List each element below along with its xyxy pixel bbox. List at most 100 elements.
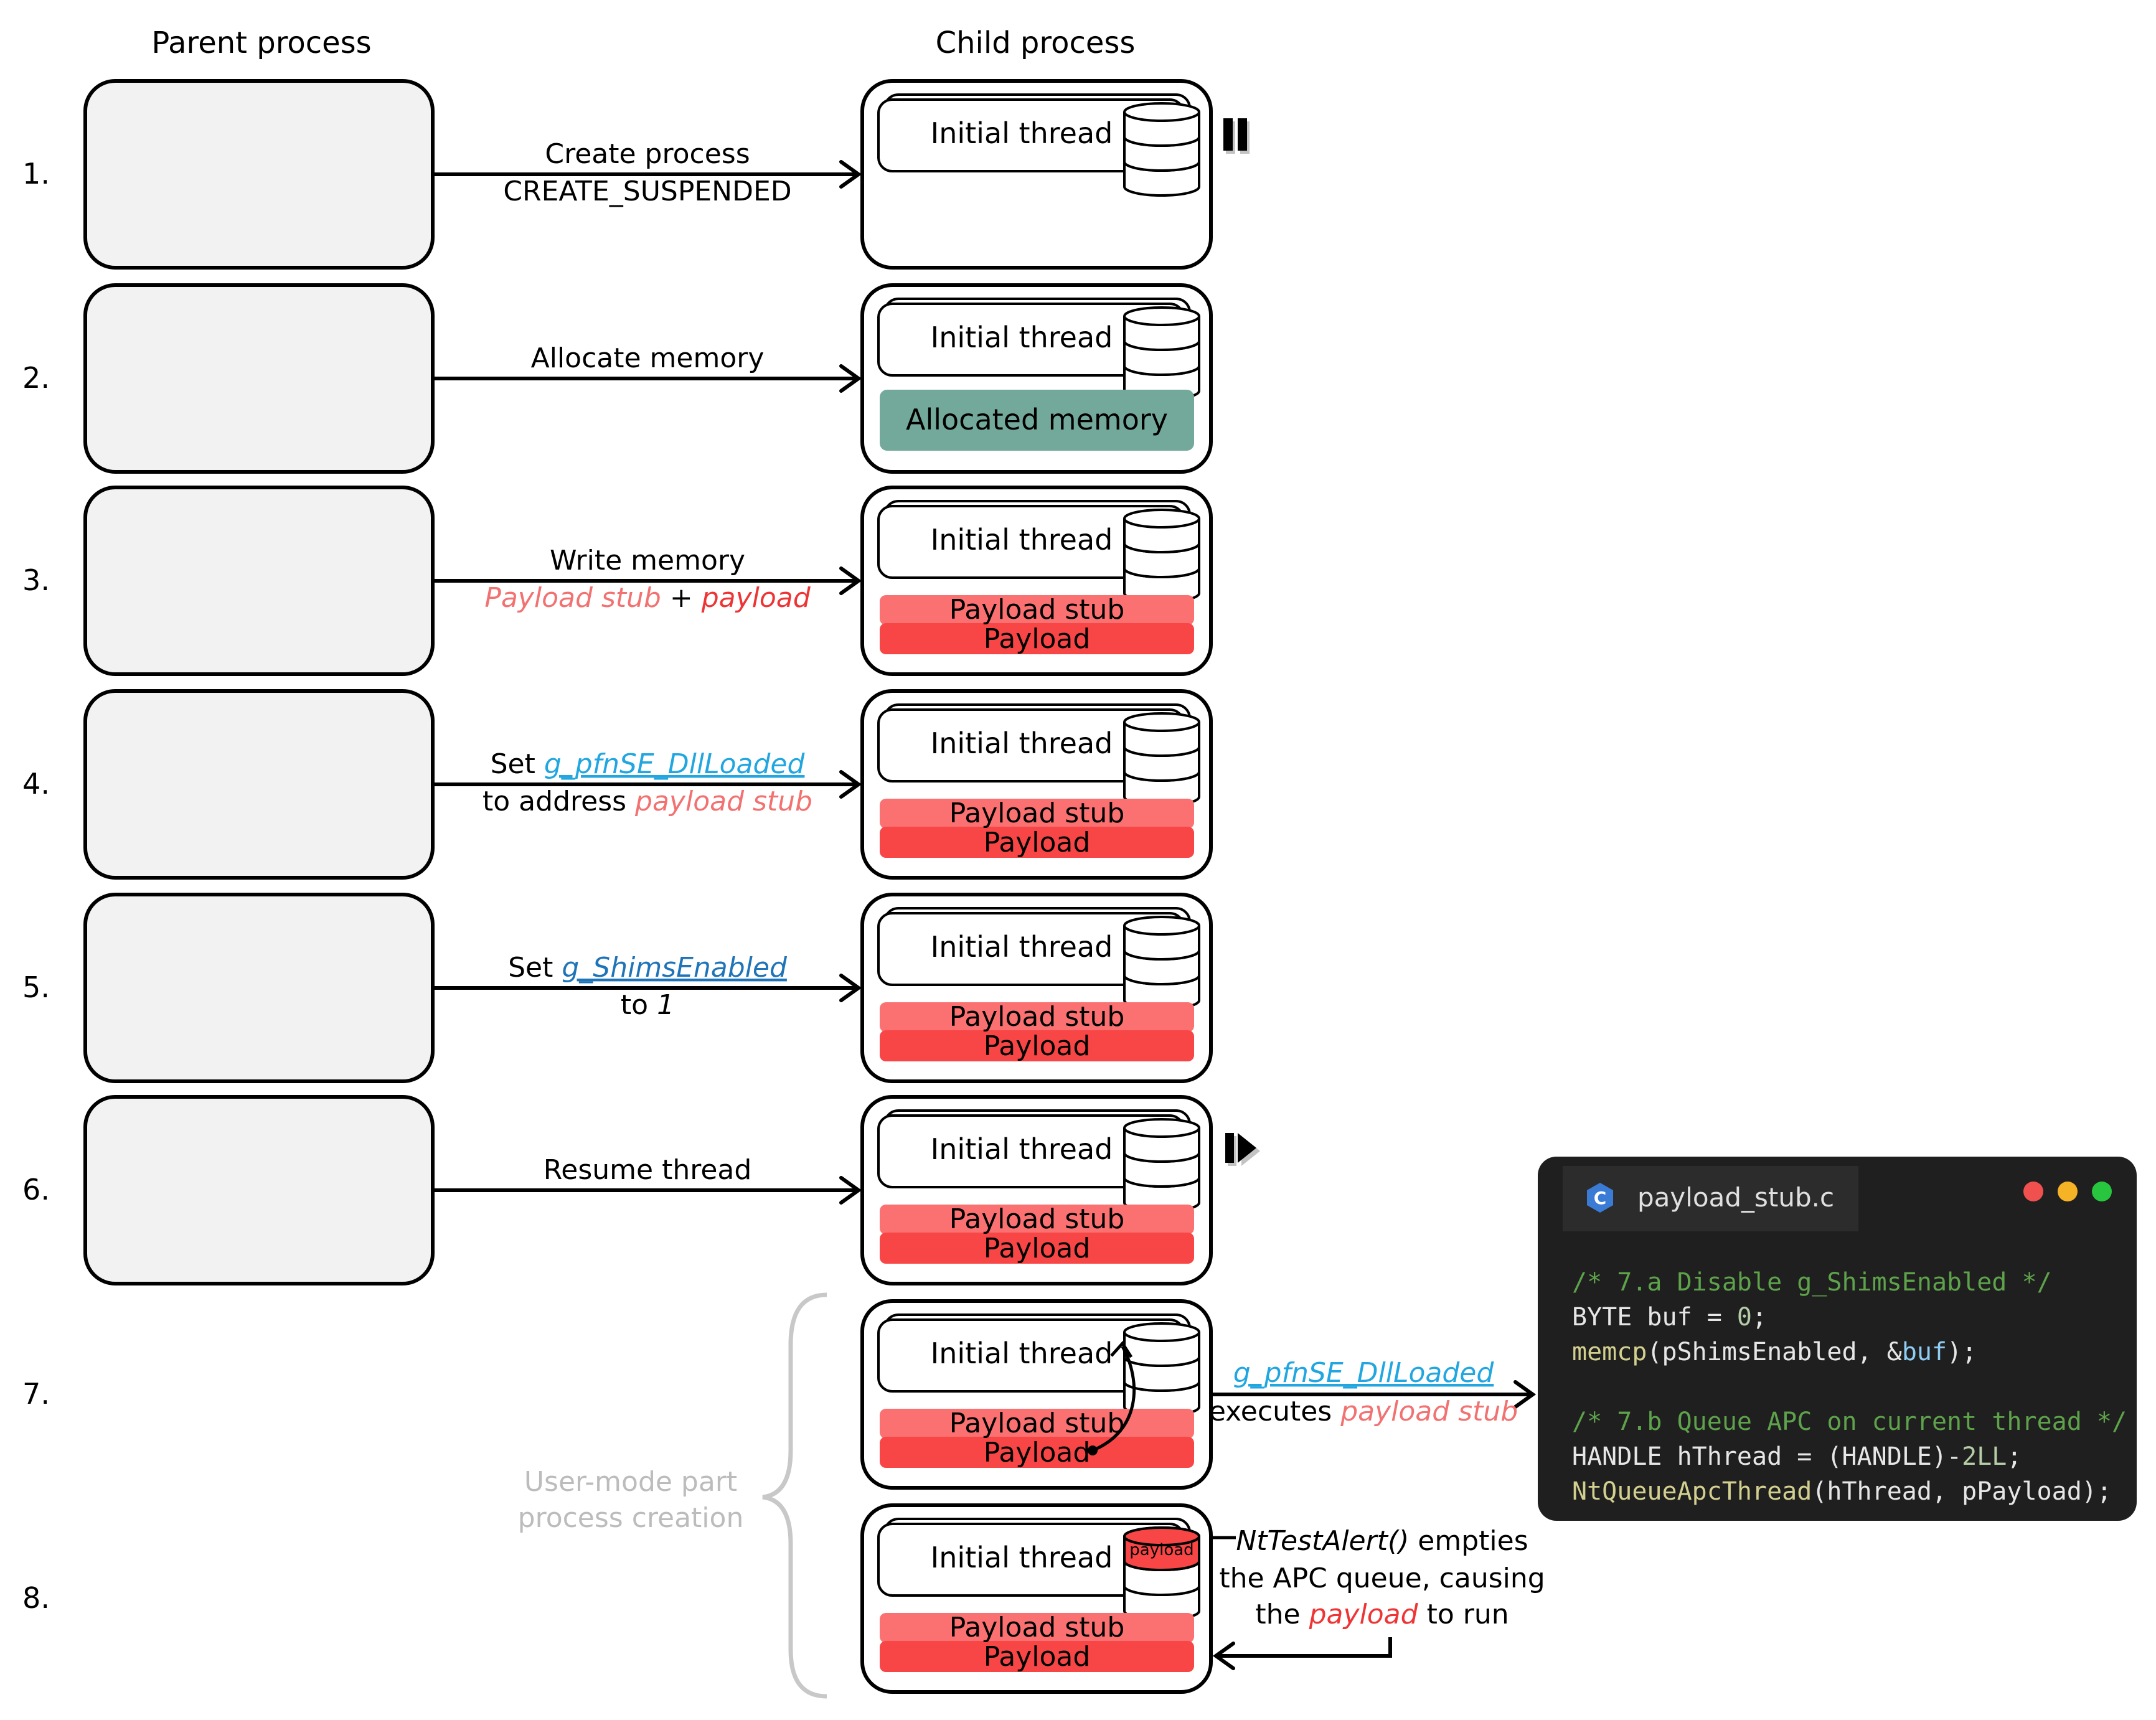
code-tab-rounded — [1563, 1166, 1858, 1231]
code-token: ; — [1752, 1303, 1767, 1332]
stack-icon — [1123, 102, 1200, 197]
text-span: Set — [508, 952, 562, 984]
stack-icon — [1123, 509, 1200, 603]
stack-icon: payload — [1123, 1526, 1200, 1621]
step-number: 7. — [22, 1377, 50, 1411]
c-language-icon — [1587, 1183, 1613, 1213]
code-token: HANDLE hThread = (HANDLE)- — [1572, 1442, 1962, 1471]
step-arrow-head — [839, 770, 862, 799]
initial-thread-label: Initial thread — [931, 1132, 1113, 1166]
initial-thread-label: Initial thread — [931, 930, 1113, 964]
step-arrow-head — [839, 160, 862, 189]
pause-icon — [1238, 118, 1247, 151]
parent-process-box — [83, 689, 435, 880]
payload-block — [880, 827, 1194, 858]
payload-label: Payload — [984, 1233, 1091, 1264]
step-arrow-label: CREATE_SUSPENDED — [503, 176, 791, 207]
text-span: payload — [701, 582, 811, 614]
payload-block — [880, 1233, 1194, 1264]
step-arrow-label: Allocate memory — [531, 342, 765, 374]
text-span: payload stub — [1340, 1396, 1518, 1427]
code-token: (hThread, pPayload); — [1812, 1477, 2112, 1506]
text-span: Set — [491, 748, 544, 780]
execution-curve-head — [1110, 1340, 1133, 1358]
text-span: Write memory — [550, 545, 745, 576]
parent-process-box — [83, 283, 435, 474]
brace-label: process creation — [518, 1502, 744, 1534]
step-number: 1. — [22, 157, 50, 190]
payload-stub-label: Payload stub — [949, 1407, 1125, 1439]
step-arrow-head — [839, 364, 862, 393]
code-token: NtQueueApcThread — [1572, 1477, 1812, 1506]
payload-stub-label: Payload stub — [949, 1203, 1125, 1235]
close-dot-icon — [2023, 1182, 2043, 1201]
parent-process-box — [83, 79, 435, 270]
minimize-dot-icon — [2058, 1182, 2078, 1201]
step7-arrow-head — [1513, 1380, 1537, 1409]
code-token: 0 — [1737, 1303, 1752, 1332]
code-window-frame — [1538, 1157, 2137, 1521]
initial-thread-label: Initial thread — [931, 1337, 1113, 1370]
text-span: to address — [483, 786, 635, 817]
step-number: 8. — [22, 1581, 50, 1615]
payload-label: Payload — [984, 623, 1091, 655]
text-span: to run — [1418, 1599, 1509, 1630]
stack-layer-top — [1123, 1118, 1200, 1138]
code-line: BYTE buf = 0; — [1572, 1303, 1767, 1332]
payload-block — [880, 1030, 1194, 1061]
text-span: Create process — [545, 138, 750, 170]
payload-stub-block — [880, 1205, 1194, 1234]
pause-icon — [1223, 118, 1233, 151]
code-token: ; — [2007, 1442, 2022, 1471]
text-span: payload — [1309, 1599, 1419, 1630]
stack-icon — [1123, 306, 1200, 401]
step7-label: executes payload stub — [1209, 1396, 1518, 1427]
step-number: 2. — [22, 361, 50, 395]
code-token: 2LL — [1962, 1442, 2007, 1471]
c-language-icon-letter: C — [1594, 1188, 1607, 1208]
code-token: BYTE buf = — [1572, 1303, 1737, 1332]
stack-layer-top — [1123, 306, 1200, 326]
allocated-memory-label: Allocated memory — [906, 403, 1168, 436]
code-token: /* 7.a Disable g_ShimsEnabled */ — [1572, 1268, 2052, 1297]
text-span: Allocate memory — [531, 342, 765, 374]
stack-icon — [1123, 712, 1200, 807]
payload-stub-block — [880, 1409, 1194, 1439]
code-line: /* 7.b Queue APC on current thread */ — [1572, 1407, 2127, 1436]
payload-block — [880, 1437, 1194, 1468]
text-span: executes — [1209, 1396, 1340, 1427]
text-span: g_ShimsEnabled — [562, 952, 788, 984]
stack-icon — [1123, 1118, 1200, 1213]
step-arrow-label: Resume thread — [544, 1154, 752, 1186]
initial-thread-label: Initial thread — [931, 321, 1113, 354]
text-span: + — [661, 582, 702, 614]
resume-icon — [1238, 1133, 1256, 1163]
step8-label: the APC queue, causing — [1219, 1563, 1545, 1594]
step-arrow-label: to address payload stub — [483, 786, 812, 817]
payload-stub-block — [880, 1002, 1194, 1032]
step-arrow-label: Write memory — [550, 545, 745, 576]
payload-stub-label: Payload stub — [949, 797, 1125, 829]
payload-stack-label: payload — [1129, 1541, 1193, 1559]
stack-layer-top — [1123, 1322, 1200, 1342]
step-arrow-head — [839, 974, 862, 1002]
step-arrow-label: Set g_pfnSE_DllLoaded — [491, 748, 806, 780]
parent-process-box — [83, 893, 435, 1083]
text-span: Payload stub — [484, 582, 661, 614]
payload-stub-label: Payload stub — [949, 594, 1125, 626]
parent-process-box — [83, 486, 435, 676]
payload-label: Payload — [984, 1030, 1091, 1062]
initial-thread-label: Initial thread — [931, 116, 1113, 150]
step-number: 6. — [22, 1173, 50, 1206]
code-line: HANDLE hThread = (HANDLE)-2LL; — [1572, 1442, 2022, 1471]
allocated-memory-block — [880, 390, 1194, 451]
step-arrow-label: Set g_ShimsEnabled — [508, 952, 788, 984]
step-arrow-label: Payload stub + payload — [484, 582, 811, 614]
parent-process-box — [83, 1095, 435, 1285]
